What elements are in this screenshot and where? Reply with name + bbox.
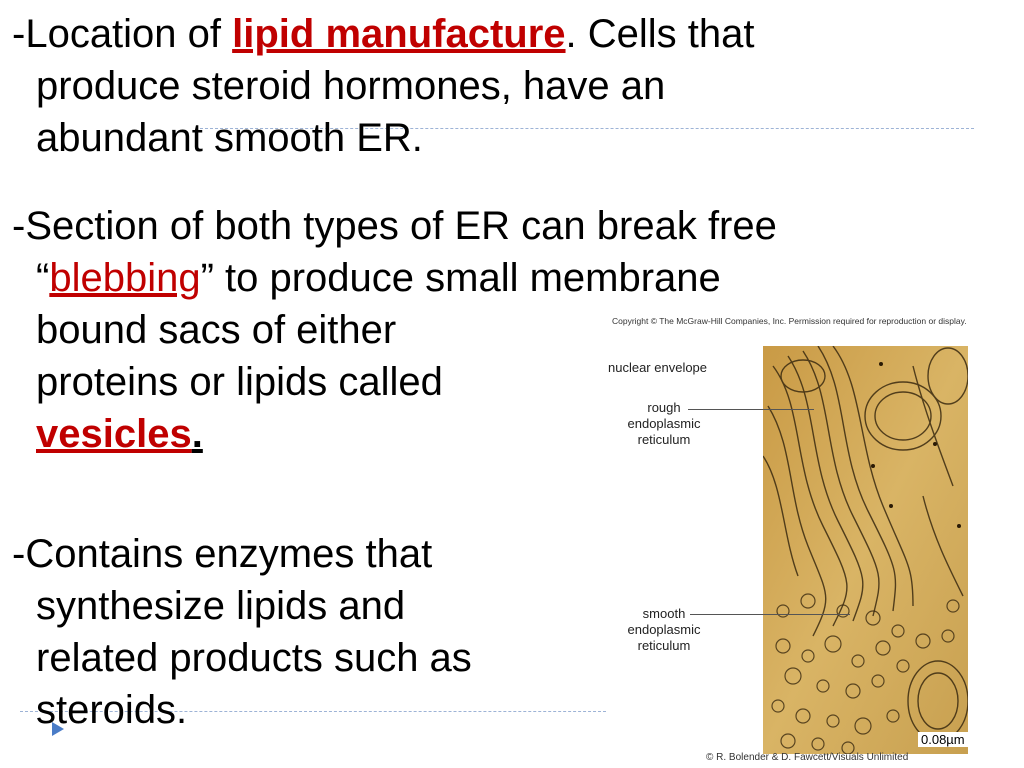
dashed-divider-top	[200, 128, 974, 129]
paragraph-line: steroids.	[36, 688, 188, 732]
figure-copyright: Copyright © The McGraw-Hill Companies, I…	[612, 316, 967, 326]
link-blebbing[interactable]: blebbing	[49, 256, 201, 300]
paragraph-blebbing: -Section of both types of ER can break f…	[12, 200, 777, 460]
figure-credit: © R. Bolender & D. Fawcett/Visuals Unlim…	[706, 752, 909, 763]
paragraph-line: produce steroid hormones, have an	[36, 64, 666, 108]
paragraph-line: abundant smooth ER.	[36, 116, 423, 160]
leader-line-smooth-er	[690, 614, 850, 615]
text-run: -Location of	[12, 12, 233, 56]
link-vesicles[interactable]: vesicles	[36, 412, 192, 456]
link-lipid-manufacture[interactable]: lipid manufacture	[232, 12, 566, 56]
paragraph-line: -Location of lipid manufacture. Cells th…	[12, 8, 755, 60]
leader-line-rough-er	[688, 409, 814, 410]
label-rough-er: rough endoplasmic reticulum	[627, 400, 701, 447]
paragraph-lipid-manufacture: -Location of lipid manufacture. Cells th…	[12, 8, 755, 164]
paragraph-line: proteins or lipids called	[36, 360, 443, 404]
paragraph-line: “blebbing” to produce small membrane	[12, 252, 777, 304]
paragraph-line: vesicles.	[12, 408, 777, 460]
text-run: .	[191, 412, 203, 456]
paragraph-line: synthesize lipids and	[36, 584, 406, 628]
paragraph-line: bound sacs of either	[36, 308, 397, 352]
electron-micrograph-image	[763, 346, 968, 754]
next-bullet-icon	[52, 722, 64, 736]
text-run: . Cells that	[565, 12, 755, 56]
paragraph-line: -Section of both types of ER can break f…	[12, 204, 777, 248]
text-run: “	[36, 256, 50, 300]
scale-bar-label: 0.08µm	[918, 732, 968, 747]
text-run: ” to produce small membrane	[200, 256, 721, 300]
paragraph-line: related products such as	[36, 636, 472, 680]
paragraph-enzymes: -Contains enzymes that synthesize lipids…	[12, 528, 472, 736]
dashed-divider-bottom	[20, 711, 606, 712]
label-smooth-er: smooth endoplasmic reticulum	[627, 606, 701, 653]
er-micrograph-figure: Copyright © The McGraw-Hill Companies, I…	[596, 312, 1016, 768]
label-nuclear-envelope: nuclear envelope	[608, 360, 708, 375]
paragraph-line: -Contains enzymes that	[12, 532, 433, 576]
